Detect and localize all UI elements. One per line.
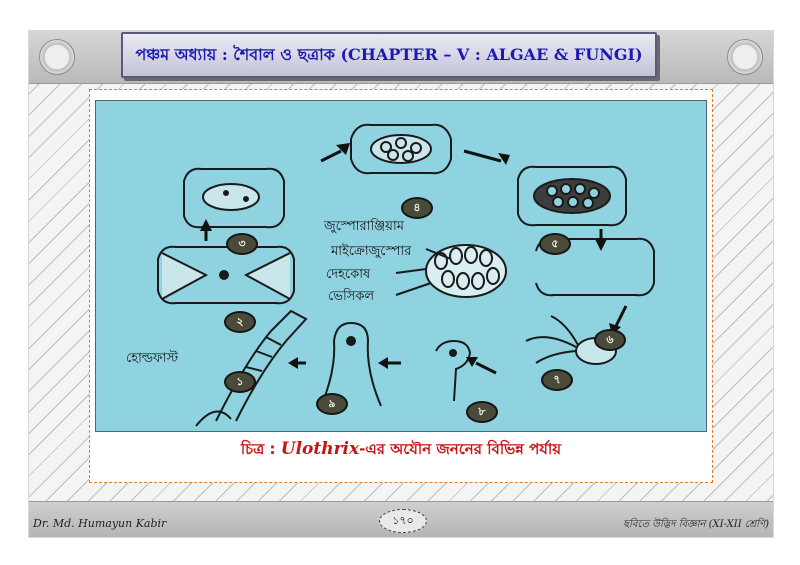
label-holdfast: হোল্ডফাস্ট (126, 351, 179, 366)
label-body-cell: দেহকোষ (326, 267, 371, 282)
stage-3-cell (183, 167, 285, 229)
stage-2-cell (157, 245, 295, 305)
label-microzoospore: মাইক্রোজুস্পোর (331, 244, 412, 259)
stage-8-marker: ৮ (466, 401, 498, 423)
stage-5-marker: ৫ (539, 233, 571, 255)
seal-left-icon (39, 39, 75, 75)
seal-right-icon (727, 39, 763, 75)
slide-page: পঞ্চম অধ্যায় : শৈবাল ও ছত্রাক (CHAPTER … (28, 30, 774, 538)
stage-6-marker: ৬ (594, 329, 626, 351)
stage-4-marker: ৪ (401, 197, 433, 219)
stage-7-zoospore (525, 315, 617, 365)
label-vesicle: ভেসিকল (328, 289, 375, 304)
title-box: পঞ্চম অধ্যায় : শৈবাল ও ছত্রাক (CHAPTER … (121, 32, 657, 78)
book-title: ছবিতে উদ্ভিদ বিজ্ঞান (XI-XII শ্রেণি) (622, 519, 769, 530)
life-cycle-diagram (157, 123, 655, 427)
stage-5-cell (517, 165, 627, 227)
stage-7-marker: ৭ (541, 369, 573, 391)
chapter-title: পঞ্চম অধ্যায় : শৈবাল ও ছত্রাক (CHAPTER … (135, 44, 643, 64)
figure-frame: জুস্পোরাঞ্জিয়াম মাইক্রোজুস্পোর দেহকোষ ভ… (89, 89, 713, 483)
ulothrix-figure: জুস্পোরাঞ্জিয়াম মাইক্রোজুস্পোর দেহকোষ ভ… (95, 100, 707, 432)
caption-suffix: -এর অযৌন জননের বিভিন্ন পর্যায় (359, 440, 562, 458)
stage-8-zoospore (435, 339, 472, 402)
figure-caption: চিত্র : Ulothrix-এর অযৌন জননের বিভিন্ন প… (90, 438, 712, 463)
stage-3-marker: ৩ (226, 233, 258, 255)
stage-4-cell (350, 123, 452, 175)
stage-9-marker: ৯ (316, 393, 348, 415)
author-name: Dr. Md. Humayun Kabir (33, 517, 167, 530)
page-number: ১৭০ (379, 509, 427, 533)
stage-9-germling (320, 321, 382, 407)
caption-scientific-name: Ulothrix (280, 439, 360, 459)
stage-1-marker: ১ (224, 371, 256, 393)
label-zoosporangium: জুস্পোরাঞ্জিয়াম (324, 219, 404, 234)
page-number-text: ১৭০ (392, 513, 414, 527)
caption-prefix: চিত্র : (240, 440, 281, 458)
stage-2-marker: ২ (224, 311, 256, 333)
